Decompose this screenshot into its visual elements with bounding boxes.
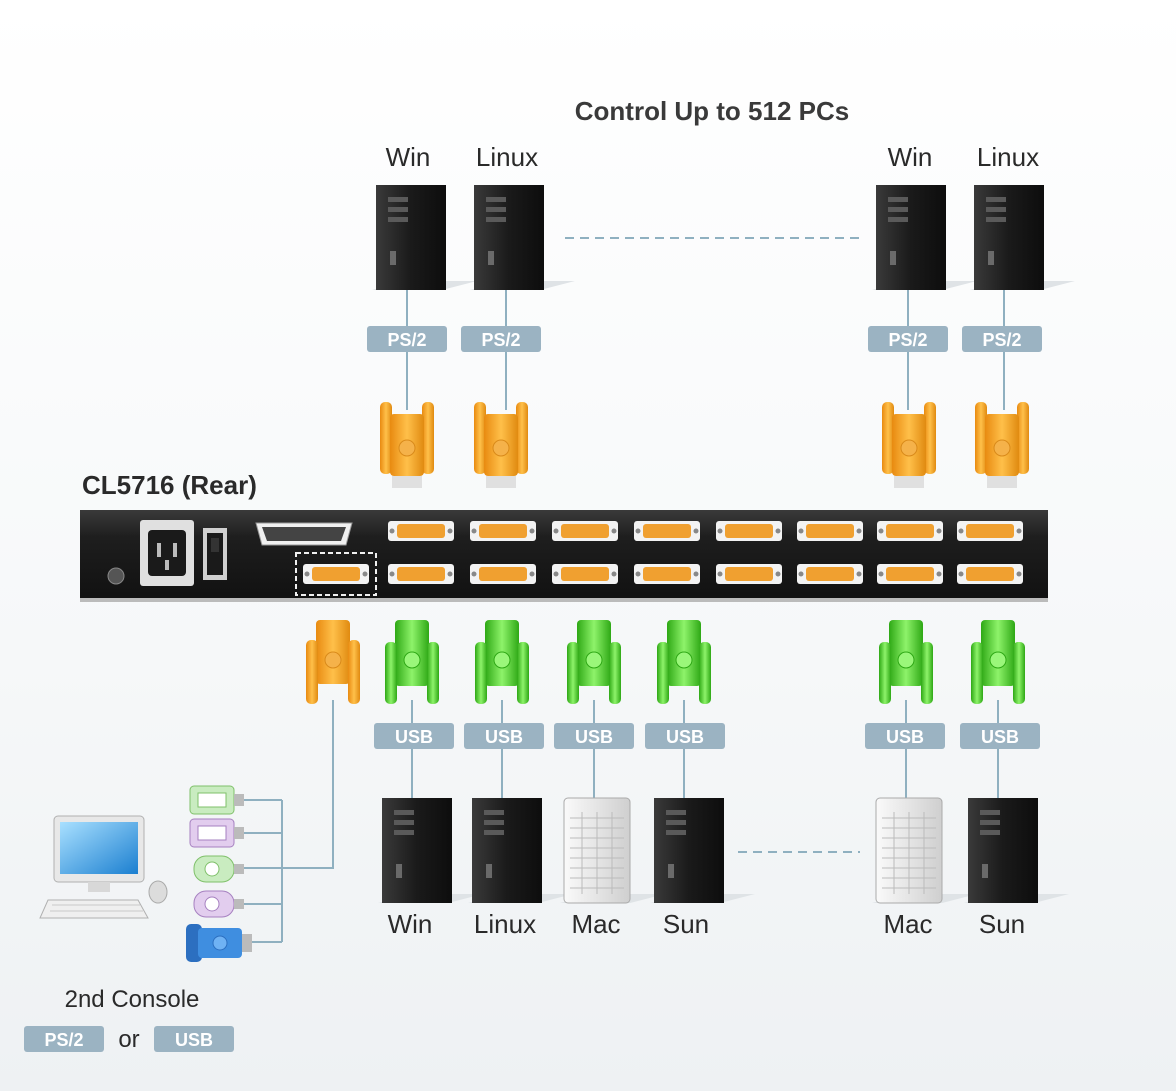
usb-kvm-connector: [657, 620, 711, 704]
bottom-os-label: Sun: [979, 909, 1025, 939]
kvm-rear-panel: [80, 510, 1048, 602]
console-usb-connector: [189, 785, 244, 815]
vga-port: [388, 521, 454, 541]
console-option-b: USB: [175, 1030, 213, 1050]
top-os-labels: Win Linux Win Linux: [386, 142, 1039, 172]
diagram-title: Control Up to 512 PCs: [575, 96, 849, 126]
port-badge-label: USB: [485, 727, 523, 747]
top-vga-connector: [474, 402, 528, 488]
bottom-os-label: Linux: [474, 909, 536, 939]
port-badge-label: USB: [666, 727, 704, 747]
console-port-highlight: [295, 552, 377, 596]
vga-port: [716, 564, 782, 584]
vga-port: [877, 564, 943, 584]
console-ps2-green-connector: [193, 855, 244, 883]
top-vga-connector: [975, 402, 1029, 488]
usb-kvm-connector: [879, 620, 933, 704]
top-os-label: Linux: [476, 142, 538, 172]
console-cables: [238, 799, 283, 943]
bottom-cables: [282, 700, 999, 869]
port-badge-label: PS/2: [888, 330, 927, 350]
usb-kvm-connector: [971, 620, 1025, 704]
console-option-a: PS/2: [44, 1030, 83, 1050]
vga-port: [716, 521, 782, 541]
power-socket: [140, 520, 194, 586]
port-badge-label: PS/2: [481, 330, 520, 350]
bottom-os-label: Win: [388, 909, 433, 939]
top-vga-connector: [380, 402, 434, 488]
power-switch: [203, 528, 227, 580]
console-computer-icon: [39, 815, 168, 919]
db25-port: [255, 522, 353, 546]
device-label: CL5716 (Rear): [82, 470, 257, 500]
vga-port: [552, 564, 618, 584]
top-vga-connector: [882, 402, 936, 488]
console-options: PS/2 or USB: [24, 1026, 234, 1053]
console-or-text: or: [118, 1026, 139, 1053]
console-label: 2nd Console: [65, 986, 200, 1013]
top-os-label: Win: [386, 142, 431, 172]
vga-port: [634, 521, 700, 541]
vga-port: [957, 521, 1023, 541]
bottom-computer-linux: [468, 798, 573, 903]
vga-ports: [303, 521, 1023, 584]
vga-port: [957, 564, 1023, 584]
top-ps2-badges: PS/2 PS/2 PS/2 PS/2: [367, 326, 1042, 352]
port-badge-label: PS/2: [982, 330, 1021, 350]
bottom-computer-sun-2: [964, 798, 1069, 903]
bottom-os-label: Sun: [663, 909, 709, 939]
bottom-computer-mac: [560, 797, 665, 904]
vga-port: [797, 564, 863, 584]
bottom-os-label: Mac: [883, 909, 932, 939]
vga-port: [634, 564, 700, 584]
console-ps2-purple-connector: [189, 818, 244, 848]
bottom-os-labels: Win Linux Mac Sun Mac Sun: [388, 909, 1026, 939]
console-vga-blue-connector: [186, 924, 252, 962]
port-badge-label: USB: [886, 727, 924, 747]
top-computer-win-1: [372, 185, 477, 290]
bottom-usb-badges: USB USB USB USB USB USB: [374, 723, 1040, 749]
vga-port: [877, 521, 943, 541]
port-badge-label: USB: [981, 727, 1019, 747]
vga-port: [388, 564, 454, 584]
usb-kvm-connector: [475, 620, 529, 704]
bottom-computer-win: [378, 798, 483, 903]
port-badge-label: USB: [575, 727, 613, 747]
port-badge-label: USB: [395, 727, 433, 747]
bottom-computer-sun: [650, 798, 755, 903]
usb-kvm-connector: [567, 620, 621, 704]
console-vga-connector: [306, 620, 360, 704]
vga-port: [797, 521, 863, 541]
vga-port: [470, 564, 536, 584]
top-computer-linux-2: [970, 185, 1075, 290]
top-computer-linux-1: [470, 185, 575, 290]
usb-kvm-connector: [385, 620, 439, 704]
console-vga-port: [303, 564, 369, 584]
bottom-computer-mac-2: [872, 797, 977, 904]
usb-connectors: [385, 620, 1025, 704]
vga-port: [470, 521, 536, 541]
console-ps2-purple-round-connector: [193, 890, 244, 918]
bottom-os-label: Mac: [571, 909, 620, 939]
port-badge-label: PS/2: [387, 330, 426, 350]
vga-port: [552, 521, 618, 541]
ground-screw: [107, 567, 125, 585]
top-computer-win-2: [872, 185, 977, 290]
top-os-label: Linux: [977, 142, 1039, 172]
top-os-label: Win: [888, 142, 933, 172]
